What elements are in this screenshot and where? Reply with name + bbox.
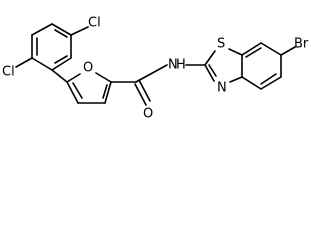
atom-label-cl-left: Cl	[2, 65, 15, 80]
bond-phenyl-furan	[51, 69, 68, 83]
bond-carbonyl-o-double	[138, 79, 151, 102]
atom-label-amide-h: H	[176, 58, 186, 73]
thiazole-ring	[204, 48, 243, 83]
furan-ring	[66, 72, 112, 104]
bond-carbonyl-n	[135, 64, 168, 83]
atom-label-cl-top: Cl	[88, 16, 101, 31]
bond-cl-top	[70, 26, 89, 36]
atom-label-furan-o: O	[83, 61, 93, 76]
molecule-drawing: Cl Cl O O N H S N Br	[2, 16, 309, 122]
atom-label-thiazole-s: S	[217, 37, 225, 52]
atom-label-amide-n: N	[168, 58, 178, 73]
atom-label-carbonyl-o: O	[143, 107, 153, 122]
bond-br	[280, 46, 296, 56]
benzo-ring	[241, 42, 282, 90]
bond-carbonyl-o	[134, 83, 147, 106]
structure-canvas: Cl Cl O O N H S N Br	[2, 15, 309, 122]
atom-label-br: Br	[294, 37, 309, 52]
bond-cl-left	[15, 57, 33, 68]
atom-label-thiazole-n: N	[217, 81, 227, 96]
dichlorophenyl-ring	[31, 23, 72, 71]
